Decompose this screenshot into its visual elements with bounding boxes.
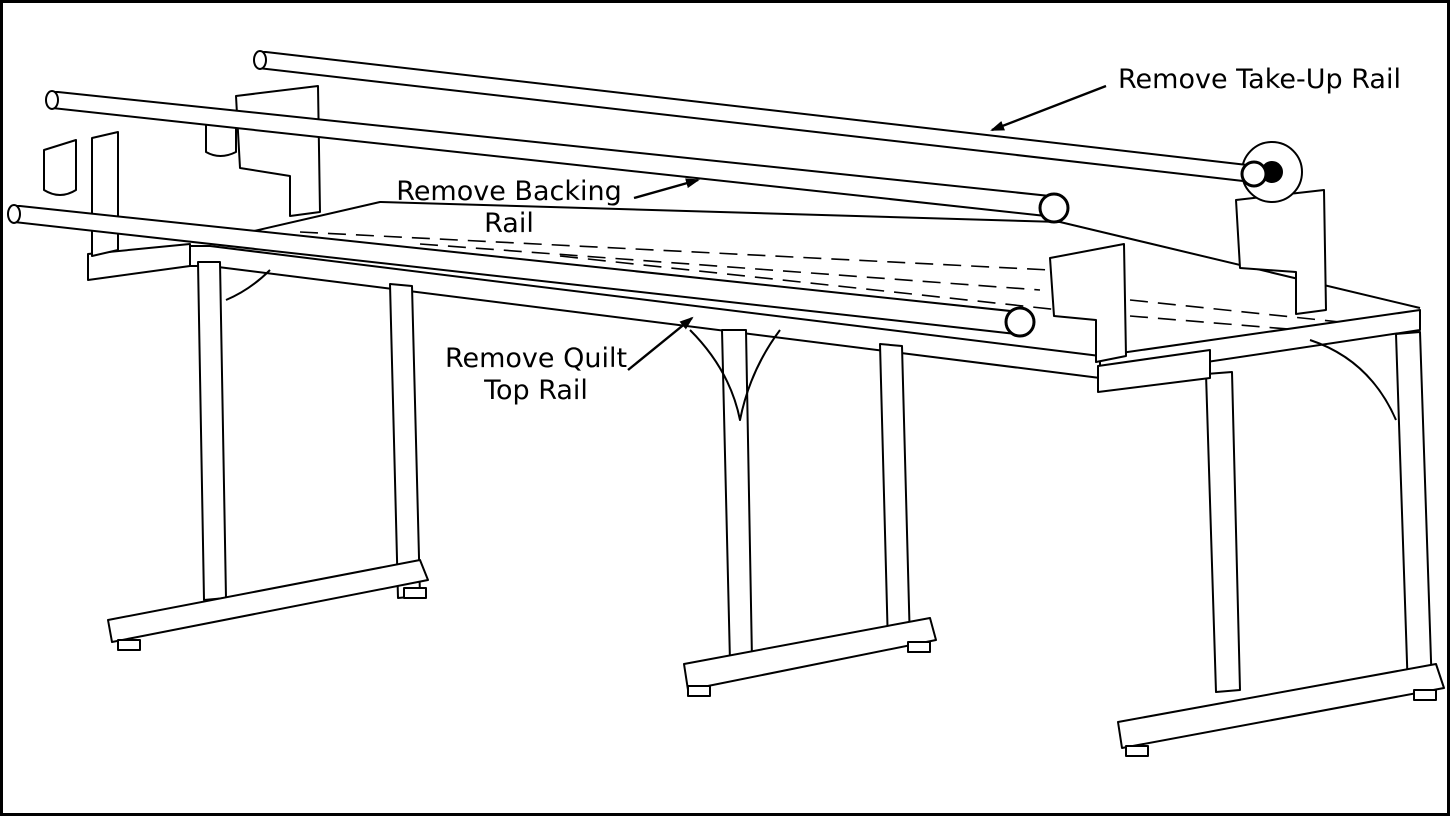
take-up-rail-gear	[1240, 160, 1268, 188]
foot-pad	[117, 639, 141, 651]
foot-pad	[687, 685, 711, 697]
foot-pad	[1413, 689, 1437, 701]
backing-rail-label: Remove Backing Rail	[386, 176, 632, 240]
right-leg-outer	[1205, 371, 1241, 693]
take-up-rail	[257, 51, 1258, 184]
take-up-rail-end	[253, 50, 267, 70]
right-brace	[1309, 339, 1397, 421]
right-foot	[1117, 663, 1445, 749]
middle-leg-inner	[879, 343, 911, 647]
left-leg-inner	[389, 283, 421, 599]
take-up-rail-label: Remove Take-Up Rail	[1118, 64, 1401, 96]
middle-foot	[683, 617, 937, 691]
right-leg-inner	[1395, 331, 1433, 693]
backing-rail-end	[45, 90, 59, 110]
quilt-top-rail-label-line-2: Top Rail	[484, 375, 588, 406]
middle-brace	[689, 329, 781, 421]
callout-arrows	[627, 84, 1107, 371]
rails	[7, 50, 1258, 336]
left-back-bracket	[235, 85, 321, 217]
foot-pad	[907, 641, 931, 653]
quilt-top-rail-label-line-1: Remove Quilt	[444, 343, 628, 374]
left-end-beam	[87, 243, 191, 281]
left-foot	[107, 559, 429, 643]
left-leg-outer	[197, 261, 227, 601]
quilt-top-rail-gear	[1004, 306, 1036, 338]
quilt-top-rail-arrow	[627, 316, 694, 371]
backing-rail-label-line-2: Rail	[484, 208, 534, 239]
quilt-top-rail-end	[7, 204, 21, 224]
rail-gears	[1004, 160, 1268, 338]
quilt-top-rail-label: Remove Quilt Top Rail	[436, 343, 636, 407]
table-dashed-lines	[299, 231, 1341, 331]
backing-rail-arrow	[633, 178, 700, 200]
foot-pad	[403, 587, 427, 599]
right-front-bracket	[1049, 243, 1127, 363]
take-up-rail-label-line: Remove Take-Up Rail	[1118, 64, 1401, 95]
backing-rail-gear	[1038, 192, 1070, 224]
left-front-bracket	[91, 131, 119, 257]
left-brace	[225, 269, 271, 301]
foot-pad	[1125, 745, 1149, 757]
right-end-beam	[1097, 349, 1211, 393]
take-up-rail-arrow	[990, 84, 1107, 132]
left-front-hook	[43, 139, 77, 196]
frame-structure	[43, 85, 1445, 757]
backing-rail-label-line-1: Remove Backing	[396, 176, 622, 207]
right-back-bracket	[1235, 189, 1327, 315]
